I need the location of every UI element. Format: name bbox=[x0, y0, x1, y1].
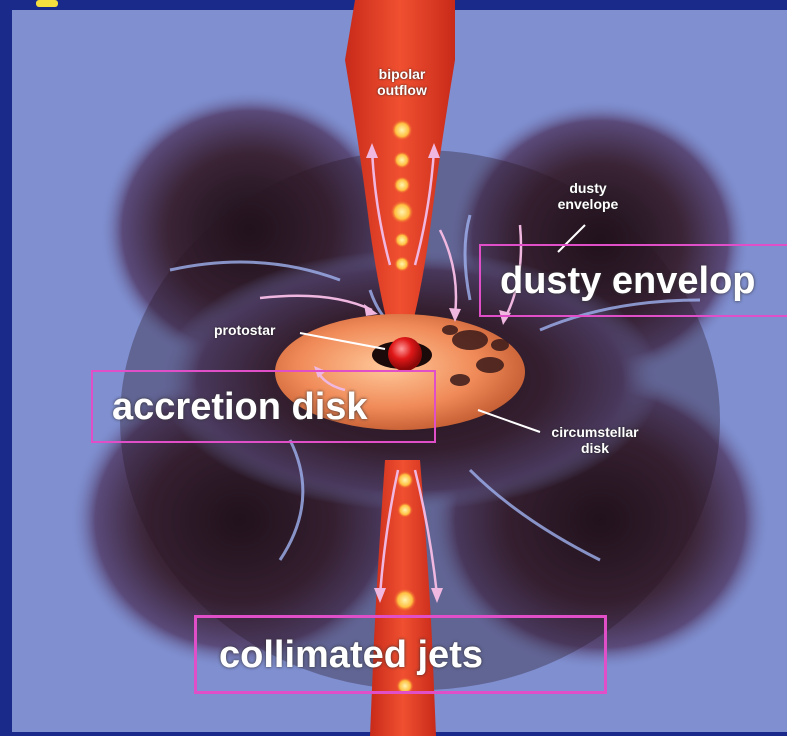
dusty-envelope-small-line2: envelope bbox=[543, 196, 633, 212]
dusty-envelope-callout: dusty envelop bbox=[500, 260, 756, 303]
bipolar-outflow-label-line2: outflow bbox=[361, 82, 443, 98]
dusty-envelope-small-label: dusty envelope bbox=[543, 180, 633, 212]
protostar-sphere bbox=[388, 337, 422, 371]
corner-marker bbox=[36, 0, 58, 7]
dusty-envelope-small-line1: dusty bbox=[543, 180, 633, 196]
accretion-disk-callout: accretion disk bbox=[112, 386, 368, 429]
bipolar-outflow-label: bipolar outflow bbox=[361, 66, 443, 98]
bipolar-outflow-label-line1: bipolar bbox=[361, 66, 443, 82]
protostar-label: protostar bbox=[214, 322, 275, 338]
circumstellar-disk-label-line1: circumstellar bbox=[530, 424, 660, 440]
circumstellar-disk-label: circumstellar disk bbox=[530, 424, 660, 456]
collimated-jets-callout: collimated jets bbox=[219, 634, 483, 677]
circumstellar-disk-label-line2: disk bbox=[530, 440, 660, 456]
